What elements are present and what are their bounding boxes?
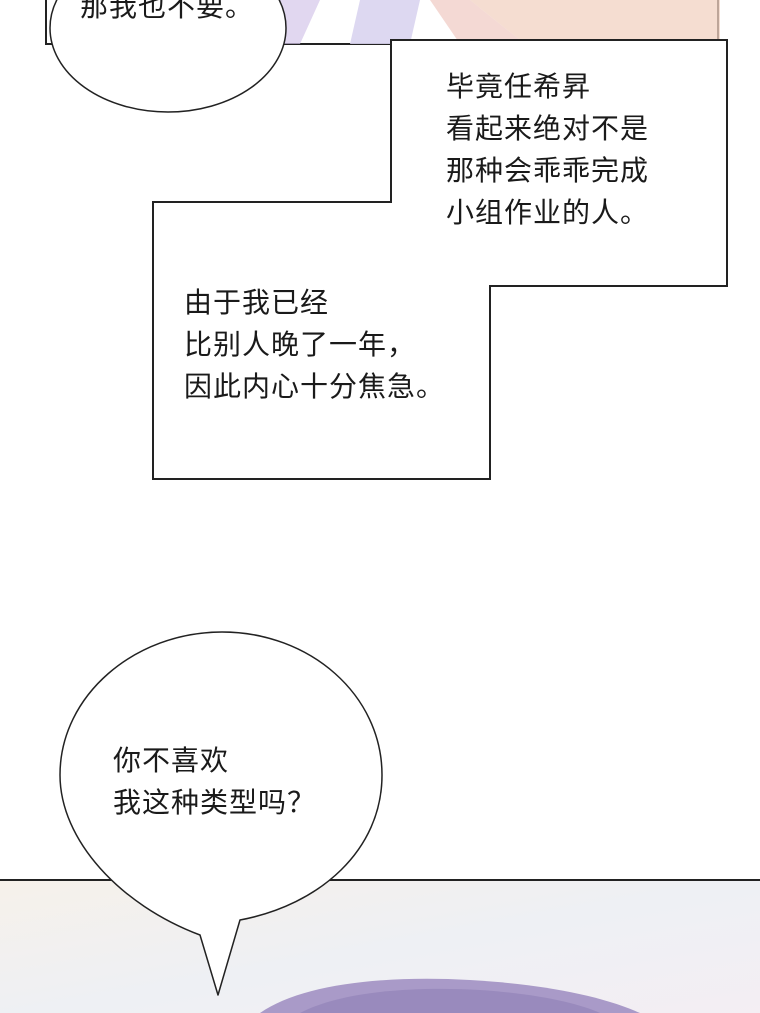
bottom-bubble-text: 你不喜欢 我这种类型吗？	[113, 740, 316, 824]
caption-2-line: 由于我已经	[184, 286, 330, 319]
bottom-bubble-line: 你不喜欢	[113, 744, 230, 777]
caption-1-text: 毕竟任希昇 看起来绝对不是 那种会乖乖完成 小组作业的人。	[446, 66, 649, 234]
caption-2-line: 因此内心十分焦急。	[184, 370, 446, 403]
caption-1-line: 那种会乖乖完成	[446, 154, 650, 187]
top-bubble-line: 那我也不要。	[80, 0, 255, 23]
bottom-speech-bubble	[59, 631, 383, 996]
caption-1-line: 小组作业的人。	[446, 196, 650, 229]
bottom-bubble-line: 我这种类型吗？	[113, 786, 317, 819]
caption-1-line: 看起来绝对不是	[446, 112, 650, 145]
top-speech-bubble	[49, 0, 287, 113]
top-bubble-text: 那我也不要。	[80, 0, 254, 28]
caption-1-line: 毕竟任希昇	[446, 70, 592, 103]
bottom-panel	[0, 879, 760, 1013]
caption-2-text: 由于我已经 比别人晚了一年， 因此内心十分焦急。	[184, 282, 445, 408]
caption-2-line: 比别人晚了一年，	[184, 328, 417, 361]
